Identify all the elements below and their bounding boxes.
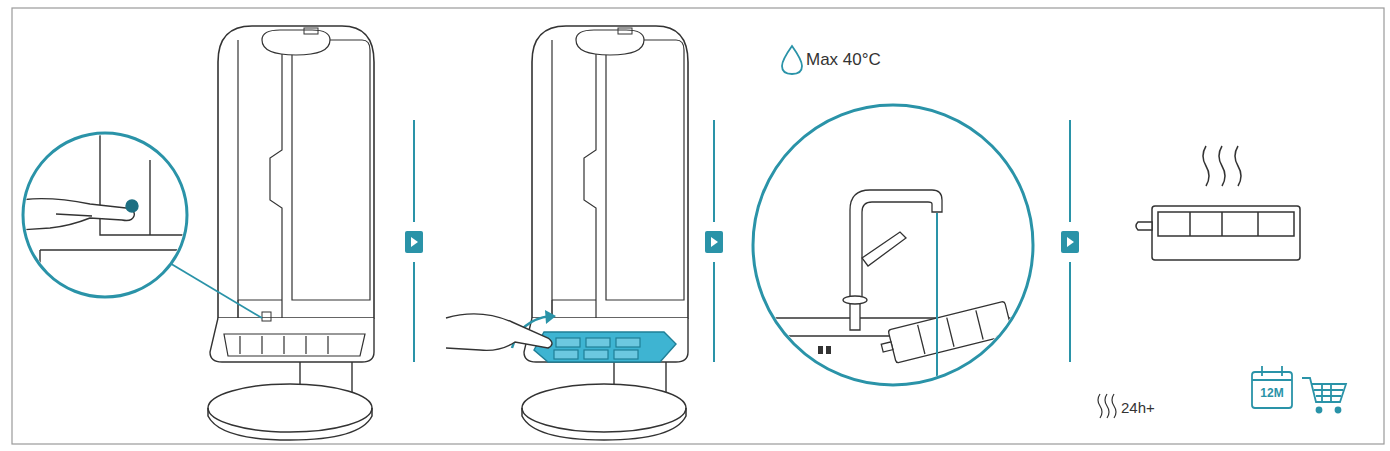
- frame: [12, 8, 1384, 444]
- station-step1: [20, 26, 374, 440]
- replacement-interval: 12M: [1260, 387, 1283, 400]
- temperature-limit: Max 40°C: [806, 51, 881, 70]
- step-divider: [1061, 120, 1079, 362]
- drying-time: 24h+: [1121, 400, 1155, 417]
- step-divider: [405, 120, 423, 362]
- step-divider: [705, 120, 723, 362]
- rinse-step: [753, 46, 1035, 400]
- station-step2: [446, 26, 688, 440]
- dry-step: [1098, 146, 1346, 418]
